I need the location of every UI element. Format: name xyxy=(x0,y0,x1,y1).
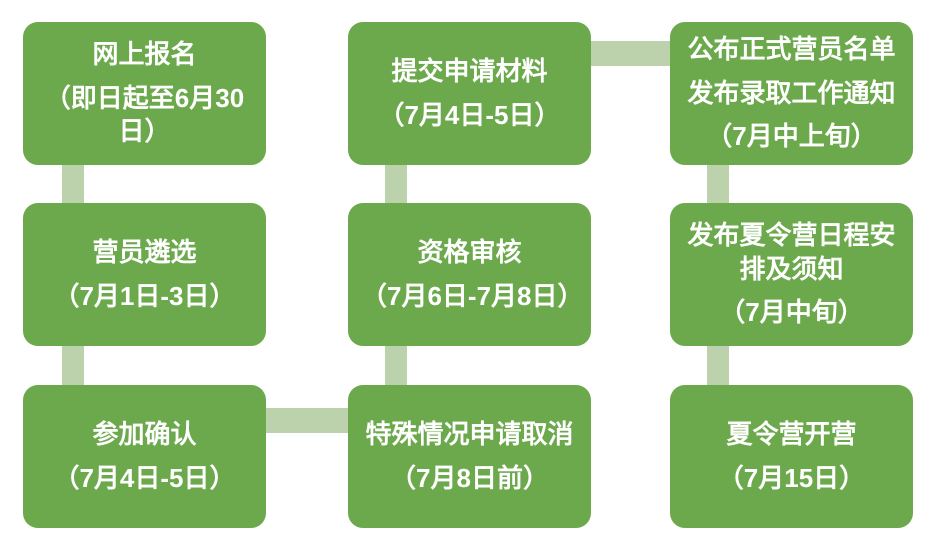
step-title-line2: 发布录取工作通知 xyxy=(687,77,896,108)
step-date: （7月6日-7月8日） xyxy=(361,280,584,311)
connector-confirmation-to-cancellation xyxy=(266,408,349,433)
step-title: 夏令营开营 xyxy=(726,418,857,449)
step-online-registration: 网上报名 （即日起至6月30日） xyxy=(23,22,266,165)
step-title: 网上报名 xyxy=(92,38,197,69)
step-title: 参加确认 xyxy=(92,418,197,449)
step-publish-camp-schedule: 发布夏令营日程安排及须知 （7月中旬） xyxy=(670,203,913,346)
connector-selection-to-confirmation xyxy=(62,346,84,386)
connector-schedule-to-opening xyxy=(707,346,729,386)
step-title: 公布正式营员名单 xyxy=(687,33,896,64)
step-title: 营员遴选 xyxy=(92,236,197,267)
connector-cancellation-to-review xyxy=(385,346,407,386)
step-date: （7月8日前） xyxy=(390,462,549,493)
connector-announcement-to-schedule xyxy=(707,164,729,204)
step-participation-confirmation: 参加确认 （7月4日-5日） xyxy=(23,385,266,528)
step-title: 特殊情况申请取消 xyxy=(365,418,574,449)
step-date: （7月4日-5日） xyxy=(53,462,236,493)
step-qualification-review: 资格审核 （7月6日-7月8日） xyxy=(348,203,591,346)
step-date: （7月中上旬） xyxy=(706,121,877,152)
step-date: （7月15日） xyxy=(717,462,866,493)
step-date: （7月1日-3日） xyxy=(53,280,236,311)
step-camper-selection: 营员遴选 （7月1日-3日） xyxy=(23,203,266,346)
step-title: 提交申请材料 xyxy=(391,55,548,86)
step-announce-camper-list: 公布正式营员名单 发布录取工作通知 （7月中上旬） xyxy=(670,22,913,165)
step-date: （即日起至6月30日） xyxy=(44,82,245,147)
step-title: 资格审核 xyxy=(417,236,522,267)
step-title: 发布夏令营日程安排及须知 xyxy=(687,219,896,284)
step-special-case-cancellation: 特殊情况申请取消 （7月8日前） xyxy=(348,385,591,528)
step-date: （7月4日-5日） xyxy=(378,99,561,130)
connector-review-to-submission xyxy=(385,164,407,204)
step-date: （7月中旬） xyxy=(719,297,864,328)
step-camp-opening: 夏令营开营 （7月15日） xyxy=(670,385,913,528)
connector-registration-to-selection xyxy=(62,164,84,204)
step-submit-application-materials: 提交申请材料 （7月4日-5日） xyxy=(348,22,591,165)
connector-submission-to-announcement xyxy=(589,41,671,66)
